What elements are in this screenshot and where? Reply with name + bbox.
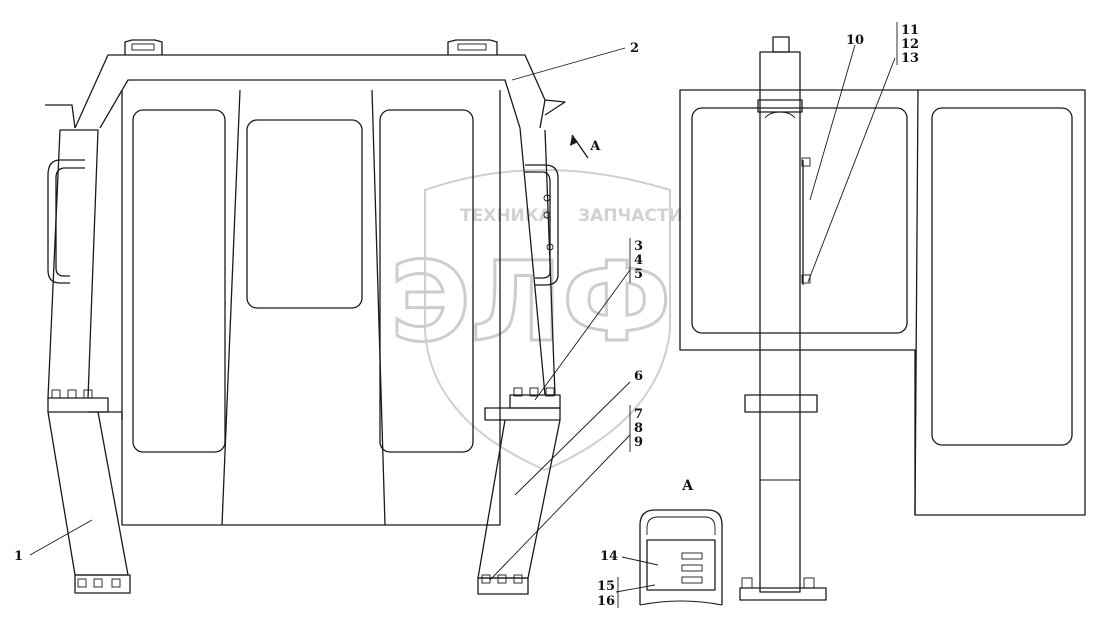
callout-3: 3 (634, 239, 643, 254)
grab-handle-left (47, 159, 85, 284)
watermark-text-2: ЗАПЧАСТИ (578, 206, 683, 226)
bolts-right (481, 387, 555, 584)
callout-15: 15 (597, 579, 615, 594)
grab-handle-right (525, 164, 559, 286)
window-right (379, 109, 474, 453)
callout-2: 2 (630, 41, 639, 56)
callout-9: 9 (634, 435, 643, 450)
callout-12: 12 (901, 37, 919, 52)
watermark-logo: ЭЛФ (390, 238, 671, 366)
watermark-text-1: ТЕХНИКА (460, 206, 553, 226)
callout-1: 1 (14, 549, 23, 564)
callout-11: 11 (901, 23, 919, 38)
callout-7: 7 (634, 407, 643, 422)
side-window-rear (931, 107, 1073, 446)
callout-10: 10 (846, 33, 864, 48)
callout-5: 5 (634, 267, 643, 282)
roof-lug-left (124, 39, 163, 55)
watermark: ТЕХНИКА ЗАПЧАСТИ ЭЛФ (389, 169, 683, 472)
callout-16: 16 (597, 594, 615, 609)
cab-side-view (679, 36, 1086, 601)
roof-lug-right (447, 39, 498, 55)
view-arrow-label: А (590, 139, 601, 154)
callout-6: 6 (634, 369, 643, 384)
view-label: А (682, 478, 694, 494)
detail-panel (646, 539, 716, 591)
callout-4: 4 (634, 253, 643, 268)
left-pillar (47, 129, 99, 399)
window-center (246, 119, 363, 309)
cab-front-view: А (45, 39, 601, 595)
window-left (132, 109, 226, 453)
detail-view-a: А (639, 478, 723, 606)
bolts-left (51, 389, 121, 588)
callout-labels: 1 2 3 4 5 6 7 8 9 10 11 12 13 14 15 16 (14, 23, 919, 609)
leader-lines (29, 22, 898, 608)
callout-14: 14 (600, 549, 618, 564)
callout-13: 13 (901, 51, 919, 66)
vertical-post (759, 51, 801, 593)
callout-8: 8 (634, 421, 643, 436)
